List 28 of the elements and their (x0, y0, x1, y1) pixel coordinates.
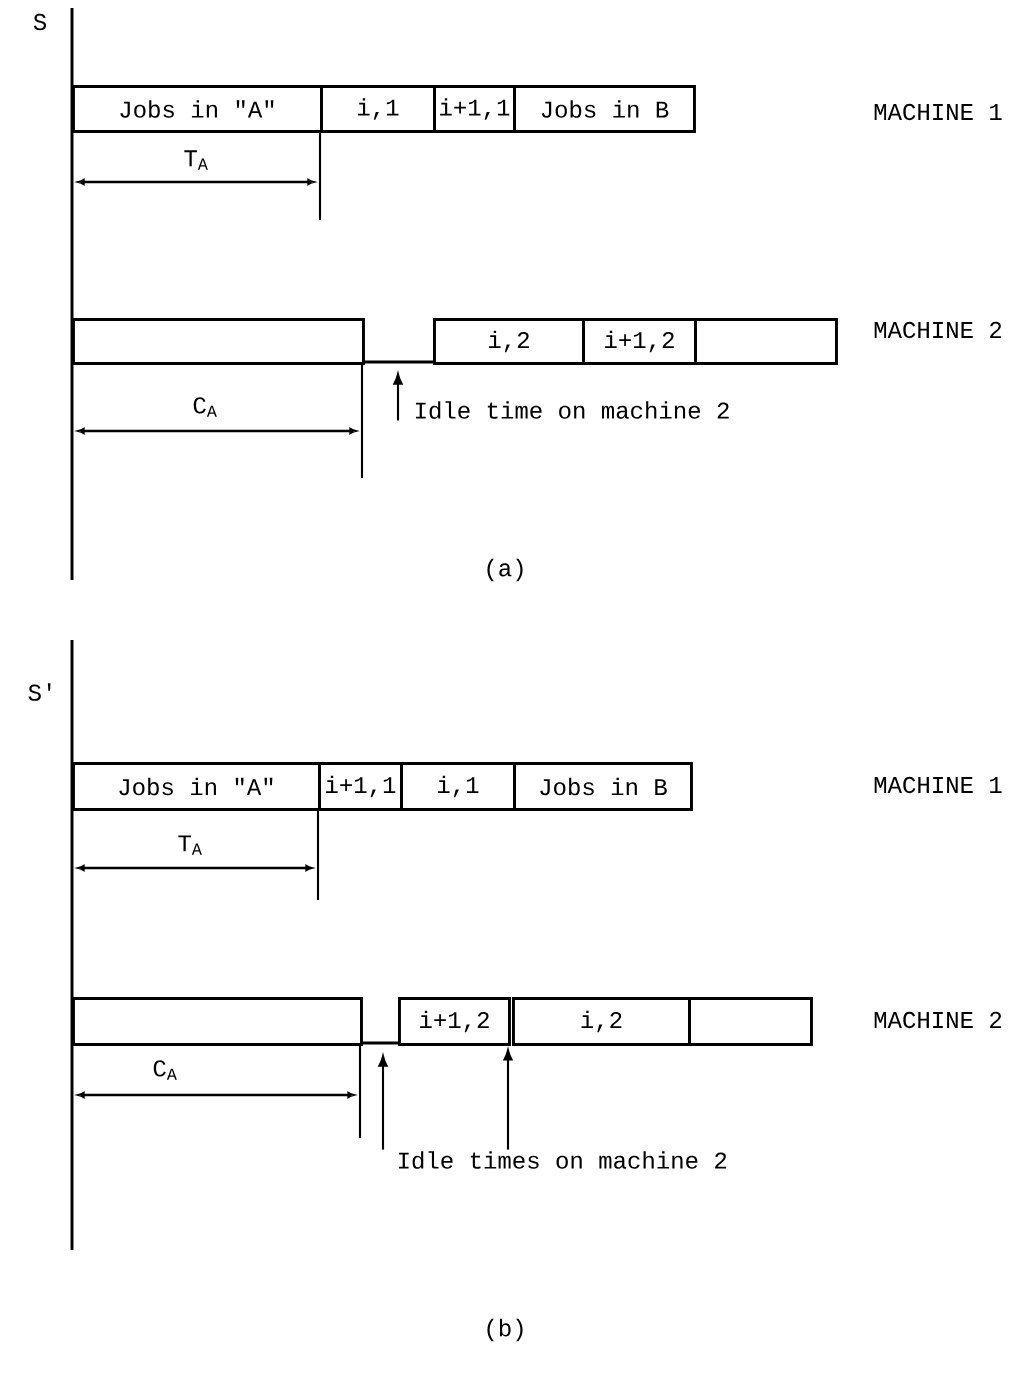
note-text: Idle time on machine 2 (415, 401, 729, 419)
job-box: i+1,2 (398, 997, 511, 1046)
job-box: i+1,1 (318, 762, 403, 811)
empty-job-box (72, 997, 363, 1046)
machine-label: MACHINE 1 (874, 103, 1002, 121)
job-box: Jobs in "A" (72, 85, 323, 133)
empty-job-box (688, 997, 813, 1046)
empty-job-box (694, 318, 838, 365)
job-box: Jobs in B (513, 85, 696, 133)
job-box: Jobs in "A" (72, 762, 321, 811)
job-box: Jobs in B (513, 762, 693, 811)
axis-label: S' (28, 683, 51, 701)
dimension-label: T$_{A}$ (178, 835, 202, 855)
job-box: i,1 (320, 85, 436, 133)
arrow (503, 1049, 513, 1150)
arrow (393, 373, 403, 421)
machine-label: MACHINE 1 (874, 776, 1002, 794)
job-box: i+1,2 (582, 318, 697, 365)
panel-label: (b) (487, 1318, 523, 1342)
axis-label: S (33, 13, 46, 31)
empty-job-box (72, 318, 365, 365)
job-box: i,2 (433, 318, 585, 365)
job-box: i,2 (512, 997, 691, 1046)
job-box: i+1,1 (433, 85, 516, 133)
arrow (378, 1055, 388, 1150)
note-text: Idle times on machine 2 (398, 1151, 727, 1169)
panel-label: (a) (487, 558, 523, 582)
job-box: i,1 (400, 762, 516, 811)
